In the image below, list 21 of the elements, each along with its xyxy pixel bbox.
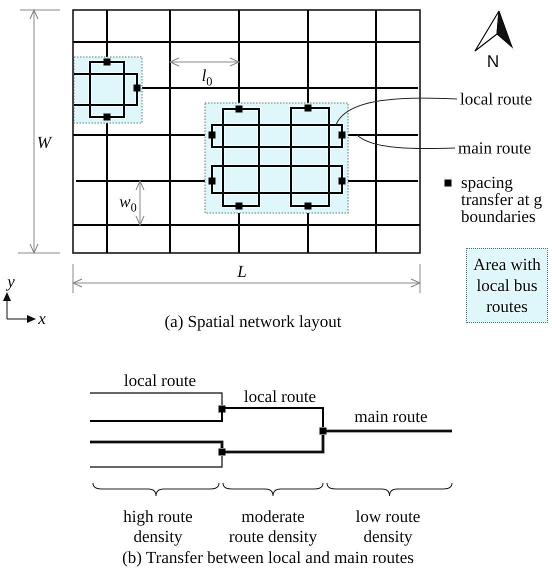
legend-text: spacing transfer at g boundaries xyxy=(461,174,544,225)
dimension-label: w$_{0}$ xyxy=(119,193,137,211)
dimension-label: L xyxy=(237,263,247,281)
route-label: local route xyxy=(244,388,316,406)
legend-text: Area with local bus routes xyxy=(472,254,542,317)
leader-line xyxy=(356,134,456,150)
route-label: main route xyxy=(354,408,428,426)
axis-label: x xyxy=(38,310,46,328)
density-label: moderate route density xyxy=(228,507,318,547)
north-label: N xyxy=(486,53,500,71)
callout-label: main route xyxy=(458,138,532,158)
leader-line xyxy=(336,98,458,126)
route-label: local route xyxy=(124,372,196,390)
dimension-label: W xyxy=(36,134,52,152)
density-label: low route density xyxy=(354,507,422,547)
figure-caption: (b) Transfer between local and main routes xyxy=(122,549,414,567)
figure-caption: (a) Spatial network layout xyxy=(164,313,342,331)
axis-label: y xyxy=(7,273,15,291)
dimension-label: l$_{0}$ xyxy=(202,67,212,85)
callout-label: local route xyxy=(460,90,532,108)
density-label: high route density xyxy=(122,507,194,547)
